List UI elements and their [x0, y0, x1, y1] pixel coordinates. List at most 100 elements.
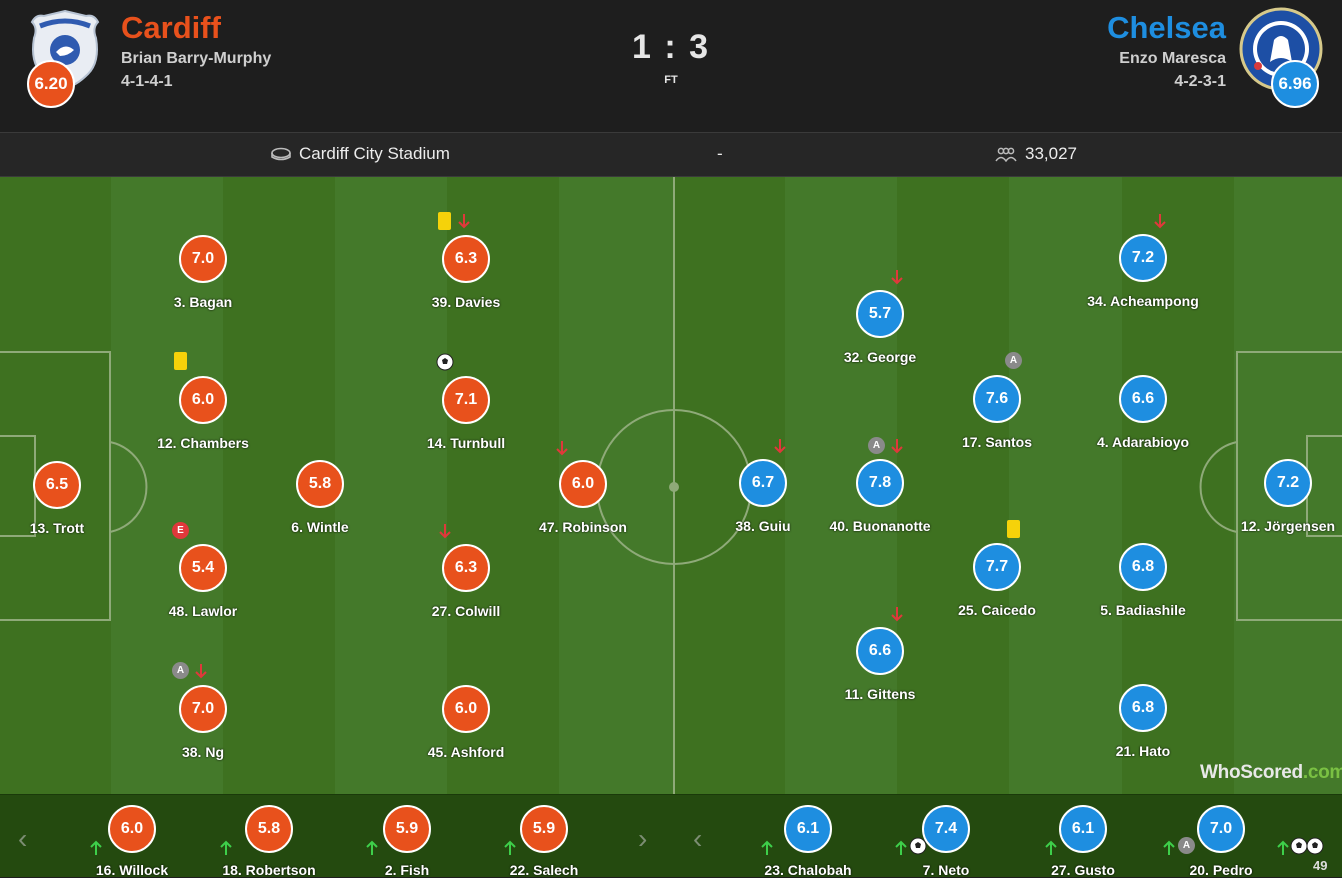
green-up-arrow-icon: [366, 840, 378, 855]
red-down-arrow-icon: [439, 524, 451, 539]
red-down-arrow-icon: [891, 439, 903, 454]
player-name: 7. Neto: [922, 862, 970, 878]
player-name: 48. Lawlor: [168, 603, 238, 619]
player-rating: 6.6: [1119, 375, 1167, 423]
player-away[interactable]: 5.7 32. George: [805, 290, 955, 365]
bench-edge-number: 49: [1313, 858, 1328, 873]
player-rating: 6.1: [1059, 805, 1107, 853]
player-name: 27. Colwill: [431, 603, 501, 619]
away-team-name[interactable]: Chelsea: [1107, 10, 1226, 45]
separator-text: -: [717, 144, 723, 163]
player-name: 3. Bagan: [173, 294, 233, 310]
away-manager: Enzo Maresca: [1119, 50, 1226, 67]
player-rating: 6.8: [1119, 684, 1167, 732]
player-rating: 5.9: [520, 805, 568, 853]
player-rating: 5.9: [383, 805, 431, 853]
chevron-left-icon[interactable]: ‹: [18, 823, 28, 854]
chevron-right-icon[interactable]: ›: [638, 823, 648, 854]
yellow-card-icon: [1007, 520, 1020, 538]
away-team-rating: 6.96: [1271, 60, 1319, 108]
player-rating: 6.3: [442, 235, 490, 283]
red-down-arrow-icon: [774, 439, 786, 454]
player-rating: 5.7: [856, 290, 904, 338]
player-rating: 6.0: [108, 805, 156, 853]
player-rating: 6.0: [559, 460, 607, 508]
player-rating: 6.1: [784, 805, 832, 853]
player-name: 25. Caicedo: [958, 602, 1036, 618]
player-rating: 6.5: [33, 461, 81, 509]
venue-name: Cardiff City Stadium: [299, 144, 450, 163]
info-separator: -: [717, 144, 723, 164]
player-name: 32. George: [843, 349, 917, 365]
home-team-rating: 6.20: [27, 60, 75, 108]
assist-badge-icon: A: [172, 662, 189, 679]
player-rating: 7.2: [1119, 234, 1167, 282]
player-away[interactable]: 7.8 40. Buonanotte: [805, 459, 955, 534]
player-name: 13. Trott: [29, 520, 85, 536]
player-rating: 7.8: [856, 459, 904, 507]
green-up-arrow-icon: [504, 840, 516, 855]
bench-player-away[interactable]: 6.1 27. Gusto: [1008, 805, 1158, 878]
goal-ball-icon: [909, 837, 927, 855]
player-name: 38. Guiu: [735, 518, 791, 534]
player-name: 23. Chalobah: [764, 862, 852, 878]
assist-badge-icon: A: [1005, 352, 1022, 369]
player-rating: 5.8: [296, 460, 344, 508]
people-icon: [995, 147, 1017, 162]
home-team-name[interactable]: Cardiff: [121, 10, 221, 45]
player-name: 16. Willock: [95, 862, 169, 878]
player-rating: 7.2: [1264, 459, 1312, 507]
goal-ball-icon: [436, 353, 454, 371]
match-score: 1 : 3: [631, 28, 711, 66]
chevron-left-icon[interactable]: ‹: [693, 823, 703, 854]
player-name: 18. Robertson: [222, 862, 316, 878]
home-formation: 4-1-4-1: [121, 73, 173, 90]
assist-badge-icon: A: [1178, 837, 1195, 854]
player-name: 27. Gusto: [1051, 862, 1115, 878]
red-down-arrow-icon: [458, 214, 470, 229]
player-rating: 6.6: [856, 627, 904, 675]
attendance-info: 33,027: [995, 144, 1077, 164]
player-name: 5. Badiashile: [1100, 602, 1186, 618]
venue-info: Cardiff City Stadium: [271, 144, 450, 164]
green-up-arrow-icon: [1163, 840, 1175, 855]
away-formation: 4-2-3-1: [1174, 73, 1226, 90]
assist-badge-icon: A: [868, 437, 885, 454]
player-rating: 7.0: [1197, 805, 1245, 853]
player-away[interactable]: 6.6 4. Adarabioyo: [1068, 375, 1218, 450]
player-name: 40. Buonanotte: [829, 518, 931, 534]
bench-player-home[interactable]: 5.9 22. Salech: [469, 805, 619, 878]
bench-player-home[interactable]: 6.0 16. Willock: [57, 805, 207, 878]
player-name: 17. Santos: [961, 434, 1033, 450]
player-home[interactable]: 6.5 13. Trott: [0, 461, 132, 536]
green-up-arrow-icon: [220, 840, 232, 855]
bench-player-away[interactable]: 6.1 23. Chalobah: [733, 805, 883, 878]
green-up-arrow-icon: [895, 840, 907, 855]
player-name: 22. Salech: [509, 862, 579, 878]
player-name: 4. Adarabioyo: [1096, 434, 1190, 450]
